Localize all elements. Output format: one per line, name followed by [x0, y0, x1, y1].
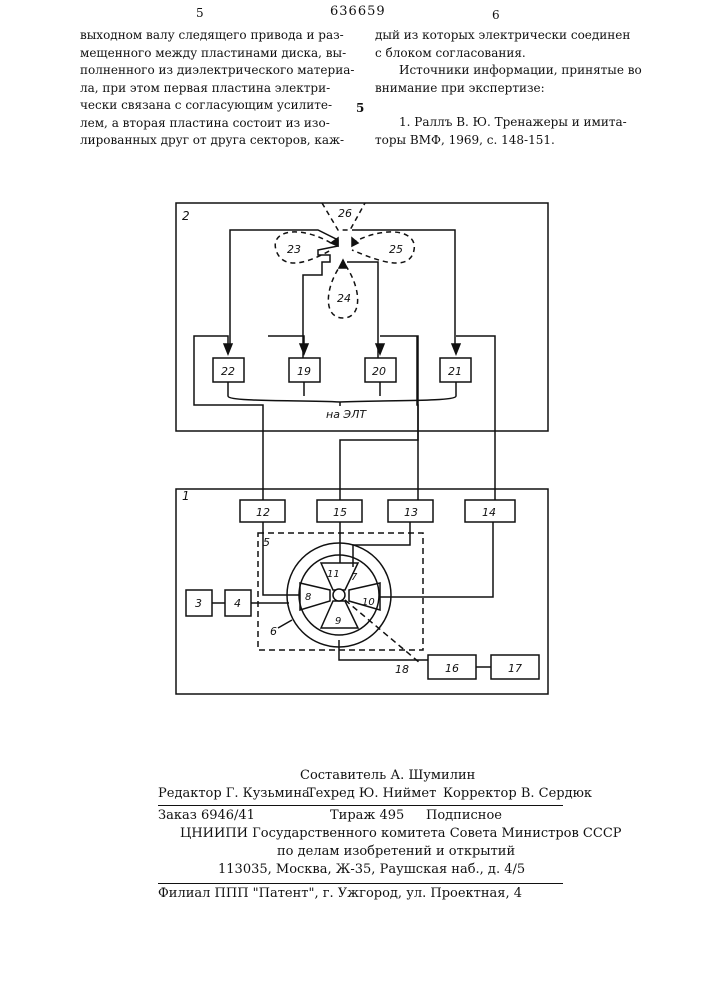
unit-3-label: 3 [195, 597, 202, 610]
branch-address: Филиал ППП "Патент", г. Ужгород, ул. Про… [158, 886, 522, 901]
unit-12-label: 12 [256, 506, 270, 519]
wire-12-to-22 [194, 336, 263, 500]
unit-22-label: 22 [221, 365, 235, 378]
lamp-pointer [352, 238, 358, 246]
sector-9-label: 9 [335, 616, 341, 627]
unit-13-label: 13 [404, 506, 418, 519]
unit-21-label: 21 [448, 365, 462, 378]
order-number: Заказ 6946/41 [158, 808, 255, 823]
wire-disc-14 [380, 522, 493, 597]
institute-subtitle: по делам изобретений и открытий [277, 844, 515, 859]
disc-hub [333, 589, 345, 601]
line-18-label: 18 [395, 663, 409, 676]
block-2-label: 2 [182, 209, 190, 223]
block-2-frame [176, 203, 548, 431]
arrow-head [224, 344, 232, 354]
sector-7-label: 7 [351, 572, 358, 583]
institute-address: 113035, Москва, Ж-35, Раушская наб., д. … [218, 862, 525, 877]
compiler-line: Составитель А. Шумилин [300, 768, 475, 783]
lamp-pointer [339, 260, 347, 268]
editor-line: Редактор Г. Кузьмина [158, 786, 310, 801]
block-1-label: 1 [182, 489, 190, 503]
wire-disc-13 [353, 522, 410, 567]
unit-4-label: 4 [234, 597, 241, 610]
lamp-23-outline [275, 232, 331, 263]
unit-6-label: 6 [270, 625, 277, 638]
sector-8-label: 8 [305, 592, 311, 603]
lamp-25-outline [352, 232, 414, 263]
divider [158, 805, 563, 806]
wire-14-to-21 [456, 336, 495, 500]
stepped-element [230, 230, 338, 358]
unit-output [228, 382, 456, 396]
circuit-diagram: 2 26 23 25 24 22 19 20 21 на ЭЛТ 1 12 15… [0, 0, 707, 720]
lamp-25-label: 25 [389, 243, 403, 256]
subscription: Подписное [426, 808, 502, 823]
wire-13-to-20 [380, 336, 418, 500]
unit-20-label: 20 [372, 365, 386, 378]
unit-5-label: 5 [263, 536, 270, 549]
lamp-26-label: 26 [338, 207, 352, 220]
unit-6-leader [278, 620, 292, 628]
unit-19-label: 19 [297, 365, 311, 378]
arrow-head [452, 344, 460, 354]
circulation: Тираж 495 [330, 808, 404, 823]
lamp-24-outline [328, 262, 357, 318]
arrow-head [376, 344, 384, 354]
lamp-23-label: 23 [287, 243, 301, 256]
institute-name: ЦНИИПИ Государственного комитета Совета … [180, 826, 622, 841]
divider [158, 883, 563, 884]
corrector-line: Корректор В. Сердюк [443, 786, 592, 801]
arrow-head [300, 344, 308, 354]
unit-16-label: 16 [445, 662, 459, 675]
unit-14-label: 14 [482, 506, 496, 519]
unit-17-label: 17 [508, 662, 522, 675]
sector-11-label: 11 [327, 569, 340, 580]
stepped-element-right [352, 230, 455, 345]
sector-10-label: 10 [362, 597, 375, 608]
tech-editor-line: Техред Ю. Ниймет [307, 786, 436, 801]
to-elt-label: на ЭЛТ [326, 408, 367, 421]
unit-15-label: 15 [333, 506, 347, 519]
lamp-pointer [331, 238, 338, 246]
lamp-24-label: 24 [337, 292, 351, 305]
